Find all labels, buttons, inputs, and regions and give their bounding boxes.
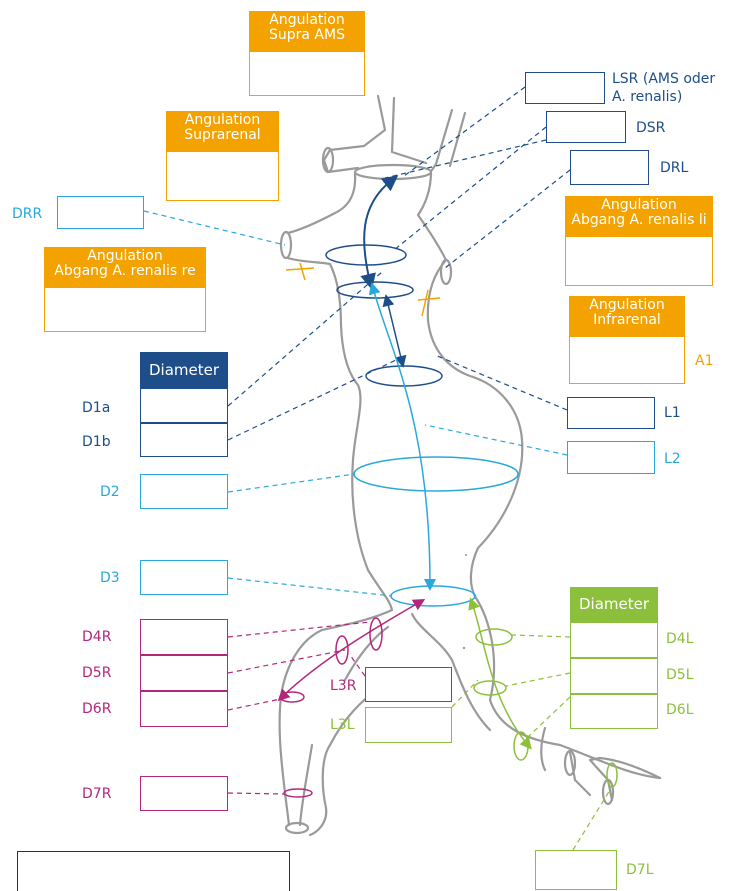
label-drl: DRL bbox=[660, 160, 689, 176]
label-a1: A1 bbox=[695, 353, 714, 369]
label-dsr: DSR bbox=[636, 120, 666, 136]
header-angulation-suprarenal: Angulation Suprarenal bbox=[166, 111, 279, 151]
field-angulation-renalis-li[interactable] bbox=[565, 236, 713, 286]
label-d6r: D6R bbox=[82, 701, 112, 717]
header-angulation-renalis-li: Angulation Abgang A. renalis li bbox=[565, 196, 713, 236]
field-d2[interactable] bbox=[140, 474, 228, 509]
field-l2[interactable] bbox=[567, 441, 655, 474]
field-d5r[interactable] bbox=[140, 655, 228, 691]
field-l3r[interactable] bbox=[365, 667, 452, 702]
label-d3: D3 bbox=[100, 570, 120, 586]
label-d7r: D7R bbox=[82, 786, 112, 802]
header-diameter-right: Diameter bbox=[570, 587, 658, 622]
label-d5l: D5L bbox=[666, 667, 694, 683]
label-l3r: L3R bbox=[330, 678, 357, 694]
label-d2: D2 bbox=[100, 484, 120, 500]
field-d6r[interactable] bbox=[140, 691, 228, 727]
field-angulation-suprarenal[interactable] bbox=[166, 151, 279, 201]
label-l3l: L3L bbox=[330, 717, 355, 733]
label-d4l: D4L bbox=[666, 631, 694, 647]
label-d5r: D5R bbox=[82, 665, 112, 681]
legend-box bbox=[17, 851, 290, 891]
field-angulation-infrarenal[interactable] bbox=[569, 336, 685, 384]
label-l2: L2 bbox=[664, 451, 681, 467]
field-l3l[interactable] bbox=[365, 707, 452, 743]
header-diameter-left: Diameter bbox=[140, 352, 228, 388]
field-d4r[interactable] bbox=[140, 619, 228, 655]
label-d1a: D1a bbox=[82, 400, 111, 416]
field-d3[interactable] bbox=[140, 560, 228, 595]
field-d1b[interactable] bbox=[140, 423, 228, 457]
header-angulation-supra-ams: Angulation Supra AMS bbox=[249, 11, 365, 51]
field-d7l[interactable] bbox=[535, 850, 617, 890]
field-d1a[interactable] bbox=[140, 388, 228, 423]
field-d6l[interactable] bbox=[570, 694, 658, 729]
field-drr[interactable] bbox=[57, 196, 144, 229]
field-d7r[interactable] bbox=[140, 776, 228, 811]
header-angulation-infrarenal: Angulation Infrarenal bbox=[569, 296, 685, 336]
label-d6l: D6L bbox=[666, 702, 694, 718]
field-angulation-renalis-re[interactable] bbox=[44, 287, 206, 332]
label-d7l: D7L bbox=[626, 862, 654, 878]
field-dsr[interactable] bbox=[546, 111, 626, 143]
label-drr: DRR bbox=[12, 206, 43, 222]
label-d4r: D4R bbox=[82, 629, 112, 645]
angle-marks bbox=[285, 262, 441, 317]
field-lsr[interactable] bbox=[525, 72, 605, 104]
label-l1: L1 bbox=[664, 405, 681, 421]
label-d1b: D1b bbox=[82, 434, 111, 450]
field-d4l[interactable] bbox=[570, 622, 658, 658]
field-angulation-supra-ams[interactable] bbox=[249, 51, 365, 96]
field-drl[interactable] bbox=[570, 150, 649, 185]
field-l1[interactable] bbox=[567, 397, 655, 429]
label-lsr: LSR (AMS oder A. renalis) bbox=[612, 71, 716, 105]
field-d5l[interactable] bbox=[570, 658, 658, 694]
header-angulation-renalis-re: Angulation Abgang A. renalis re bbox=[44, 247, 206, 287]
